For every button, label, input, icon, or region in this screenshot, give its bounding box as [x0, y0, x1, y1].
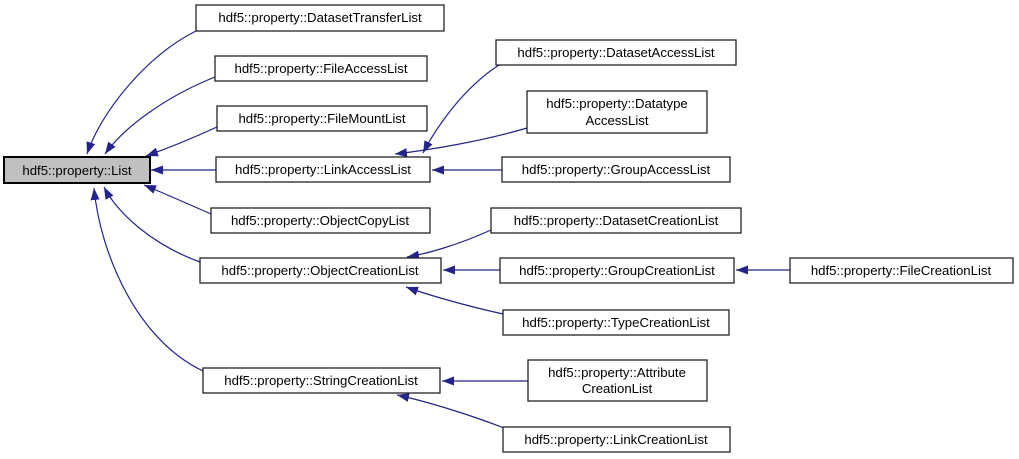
node-link-creation-list-label: hdf5::property::LinkCreationList: [524, 432, 708, 447]
node-datatype-access-list-label-line1: hdf5::property::Datatype: [546, 96, 687, 111]
node-dataset-transfer-list-box[interactable]: [195, 4, 445, 32]
edge-type-creation-list-to-object-creation-list: [405, 286, 504, 315]
node-type-creation-list[interactable]: hdf5::property::TypeCreationList: [502, 309, 730, 336]
node-object-copy-list-box[interactable]: [210, 207, 431, 234]
node-file-mount-list-box[interactable]: [216, 105, 428, 132]
node-file-creation-list-label: hdf5::property::FileCreationList: [811, 263, 992, 278]
edge-datatype-access-list-to-link-access-list: [394, 127, 528, 158]
node-link-creation-list[interactable]: hdf5::property::LinkCreationList: [502, 426, 731, 453]
node-object-copy-list[interactable]: hdf5::property::ObjectCopyList: [210, 207, 431, 234]
edge-file-access-list-to-list: [104, 76, 216, 155]
node-file-mount-list-label: hdf5::property::FileMountList: [238, 111, 405, 126]
node-object-creation-list-box[interactable]: [199, 257, 442, 284]
node-file-access-list-label: hdf5::property::FileAccessList: [235, 61, 408, 76]
node-file-creation-list-box[interactable]: [789, 257, 1014, 284]
node-object-creation-list-label: hdf5::property::ObjectCreationList: [221, 263, 419, 278]
node-datatype-access-list-box[interactable]: [526, 90, 708, 134]
node-group-creation-list-label: hdf5::property::GroupCreationList: [519, 263, 715, 278]
node-link-access-list-label: hdf5::property::LinkAccessList: [235, 162, 411, 177]
node-type-creation-list-label: hdf5::property::TypeCreationList: [522, 315, 710, 330]
node-string-creation-list-label: hdf5::property::StringCreationList: [224, 373, 418, 388]
node-list-box: [3, 156, 151, 184]
edge-link-creation-list-to-string-creation-list: [396, 393, 505, 429]
node-attribute-creation-list[interactable]: hdf5::property::Attribute CreationList: [527, 359, 708, 402]
node-dataset-transfer-list-label: hdf5::property::DatasetTransferList: [218, 10, 422, 25]
edge-dataset-access-list-to-link-access-list: [422, 64, 500, 154]
edge-dataset-transfer-list-to-list: [86, 30, 197, 155]
node-group-creation-list-box[interactable]: [499, 257, 735, 284]
edge-file-mount-list-to-list: [145, 126, 218, 157]
node-attribute-creation-list-label-line2: CreationList: [582, 381, 653, 396]
node-object-creation-list[interactable]: hdf5::property::ObjectCreationList: [199, 257, 442, 284]
node-attribute-creation-list-label-line1: hdf5::property::Attribute: [548, 365, 686, 380]
node-list-root: hdf5::property::List: [3, 156, 151, 184]
node-dataset-access-list-box[interactable]: [495, 39, 737, 66]
node-group-access-list[interactable]: hdf5::property::GroupAccessList: [501, 156, 731, 183]
node-dataset-access-list-label: hdf5::property::DatasetAccessList: [517, 45, 715, 60]
node-group-creation-list[interactable]: hdf5::property::GroupCreationList: [499, 257, 735, 284]
node-datatype-access-list-label-line2: AccessList: [585, 113, 648, 128]
edge-dataset-creation-list-to-object-creation-list: [406, 229, 492, 260]
node-file-creation-list[interactable]: hdf5::property::FileCreationList: [789, 257, 1014, 284]
node-dataset-access-list[interactable]: hdf5::property::DatasetAccessList: [495, 39, 737, 66]
node-link-access-list[interactable]: hdf5::property::LinkAccessList: [215, 156, 431, 183]
edge-object-copy-list-to-list: [143, 184, 212, 215]
node-dataset-creation-list[interactable]: hdf5::property::DatasetCreationList: [490, 207, 742, 234]
node-list-label: hdf5::property::List: [22, 163, 132, 178]
node-group-access-list-label: hdf5::property::GroupAccessList: [522, 162, 711, 177]
node-dataset-creation-list-box[interactable]: [490, 207, 742, 234]
edges-layer: [86, 30, 790, 429]
node-dataset-transfer-list[interactable]: hdf5::property::DatasetTransferList: [195, 4, 445, 32]
node-attribute-creation-list-box[interactable]: [527, 359, 708, 402]
node-dataset-creation-list-label: hdf5::property::DatasetCreationList: [514, 213, 719, 228]
node-string-creation-list[interactable]: hdf5::property::StringCreationList: [202, 367, 441, 394]
node-datatype-access-list[interactable]: hdf5::property::Datatype AccessList: [526, 90, 708, 134]
node-link-creation-list-box[interactable]: [502, 426, 731, 453]
node-type-creation-list-box[interactable]: [502, 309, 730, 336]
edge-string-creation-list-to-list: [90, 187, 204, 372]
nodes-layer: hdf5::property::List hdf5::property::Dat…: [3, 4, 1014, 453]
edge-object-creation-list-to-list: [103, 186, 201, 263]
node-object-copy-list-label: hdf5::property::ObjectCopyList: [231, 213, 409, 228]
node-link-access-list-box[interactable]: [215, 156, 431, 183]
node-file-access-list[interactable]: hdf5::property::FileAccessList: [214, 55, 428, 82]
node-file-mount-list[interactable]: hdf5::property::FileMountList: [216, 105, 428, 132]
node-file-access-list-box[interactable]: [214, 55, 428, 82]
node-string-creation-list-box[interactable]: [202, 367, 441, 394]
node-group-access-list-box[interactable]: [501, 156, 731, 183]
